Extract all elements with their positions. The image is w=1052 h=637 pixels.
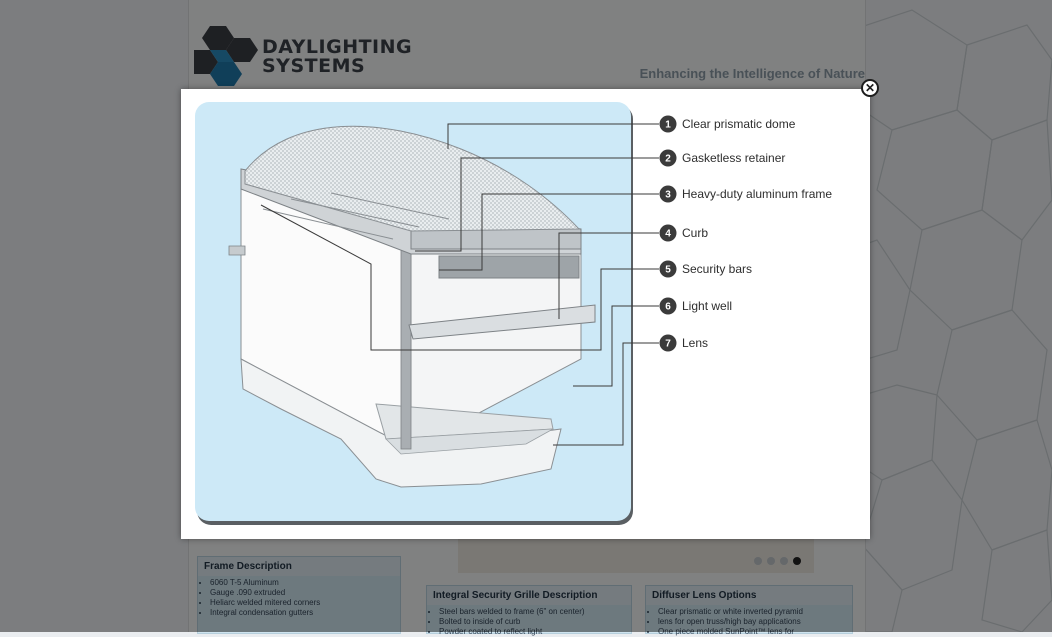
callout-item: 5 Security bars [659, 260, 752, 278]
callout-number-badge [659, 115, 677, 133]
callout-list: 1 Clear prismatic dome 2 Gasketless retaine… [659, 115, 832, 352]
carousel-dots [754, 552, 806, 570]
close-icon: ✕ [864, 81, 876, 95]
callout-label: Gasketless retainer [682, 151, 785, 165]
callout-number-badge [659, 149, 677, 167]
callout-label: Light well [682, 299, 732, 313]
list-item: Steel bars welded to frame (6" on center… [439, 607, 631, 617]
lightbox: 1 Clear prismatic dome 2 Gasketless retaine… [181, 89, 870, 539]
callout-number-badge [659, 334, 677, 352]
callout-number: 6 [665, 302, 671, 313]
callout-item: 7 Lens [659, 334, 708, 352]
frame-description-panel: Frame Description 6060 T-5 Aluminum Gaug… [197, 556, 401, 634]
daylighting-systems-logo[interactable] [192, 24, 442, 90]
image-slider[interactable] [458, 537, 814, 573]
panel-title: Integral Security Grille Description [427, 586, 631, 605]
callout-label: Security bars [682, 262, 752, 276]
panel-title: Diffuser Lens Options [646, 586, 852, 605]
callout-number-badge [659, 185, 677, 203]
panel-title: Frame Description [198, 557, 400, 576]
callout-item: 3 Heavy-duty aluminum frame [659, 185, 832, 203]
carousel-dot[interactable] [767, 557, 775, 565]
list-item: Gauge .090 extruded [210, 588, 400, 598]
list-item: 6060 T-5 Aluminum [210, 578, 400, 588]
callout-item: 2 Gasketless retainer [659, 149, 785, 167]
carousel-dot-active[interactable] [793, 557, 801, 565]
diffuser-lens-panel: Diffuser Lens Options Clear prismatic or… [645, 585, 853, 636]
security-grille-panel: Integral Security Grille Description Ste… [426, 585, 632, 636]
callout-item: 4 Curb [659, 224, 708, 242]
callout-number: 7 [665, 339, 671, 350]
skylight-diagram: 1 Clear prismatic dome 2 Gasketless retaine… [195, 102, 832, 525]
skylight-illustration [228, 125, 596, 488]
callout-label: Heavy-duty aluminum frame [682, 187, 832, 201]
logo-line-2: SYSTEMS [262, 55, 366, 77]
callout-number: 2 [665, 154, 671, 165]
callout-label: Clear prismatic dome [682, 117, 796, 131]
tagline: Enhancing the Intelligence of Nature [639, 66, 865, 81]
list-item: lens for open truss/high bay application… [658, 617, 852, 627]
leader-lines [260, 123, 659, 446]
callout-number-badge [659, 297, 677, 315]
callout-number-badge [659, 260, 677, 278]
list-item: Integral condensation gutters [210, 608, 400, 618]
callout-number: 4 [665, 229, 671, 240]
logo-line-1: DAYLIGHTING [262, 36, 413, 58]
callout-number: 1 [665, 120, 671, 131]
list-item: Clear prismatic or white inverted pyrami… [658, 607, 852, 617]
callout-label: Curb [682, 226, 708, 240]
close-button[interactable]: ✕ [861, 79, 879, 97]
carousel-dot[interactable] [780, 557, 788, 565]
callout-number: 5 [665, 265, 671, 276]
callout-item: 6 Light well [659, 297, 732, 315]
callout-label: Lens [682, 336, 708, 350]
list-item: Bolted to inside of curb [439, 617, 631, 627]
callout-number-badge [659, 224, 677, 242]
carousel-dot[interactable] [754, 557, 762, 565]
panel-list: 6060 T-5 Aluminum Gauge .090 extruded He… [198, 578, 400, 618]
callout-number: 3 [665, 190, 671, 201]
logo-wordmark: DAYLIGHTING SYSTEMS [262, 38, 412, 76]
callout-item: 1 Clear prismatic dome [659, 115, 796, 133]
list-item: Heliarc welded mitered corners [210, 598, 400, 608]
